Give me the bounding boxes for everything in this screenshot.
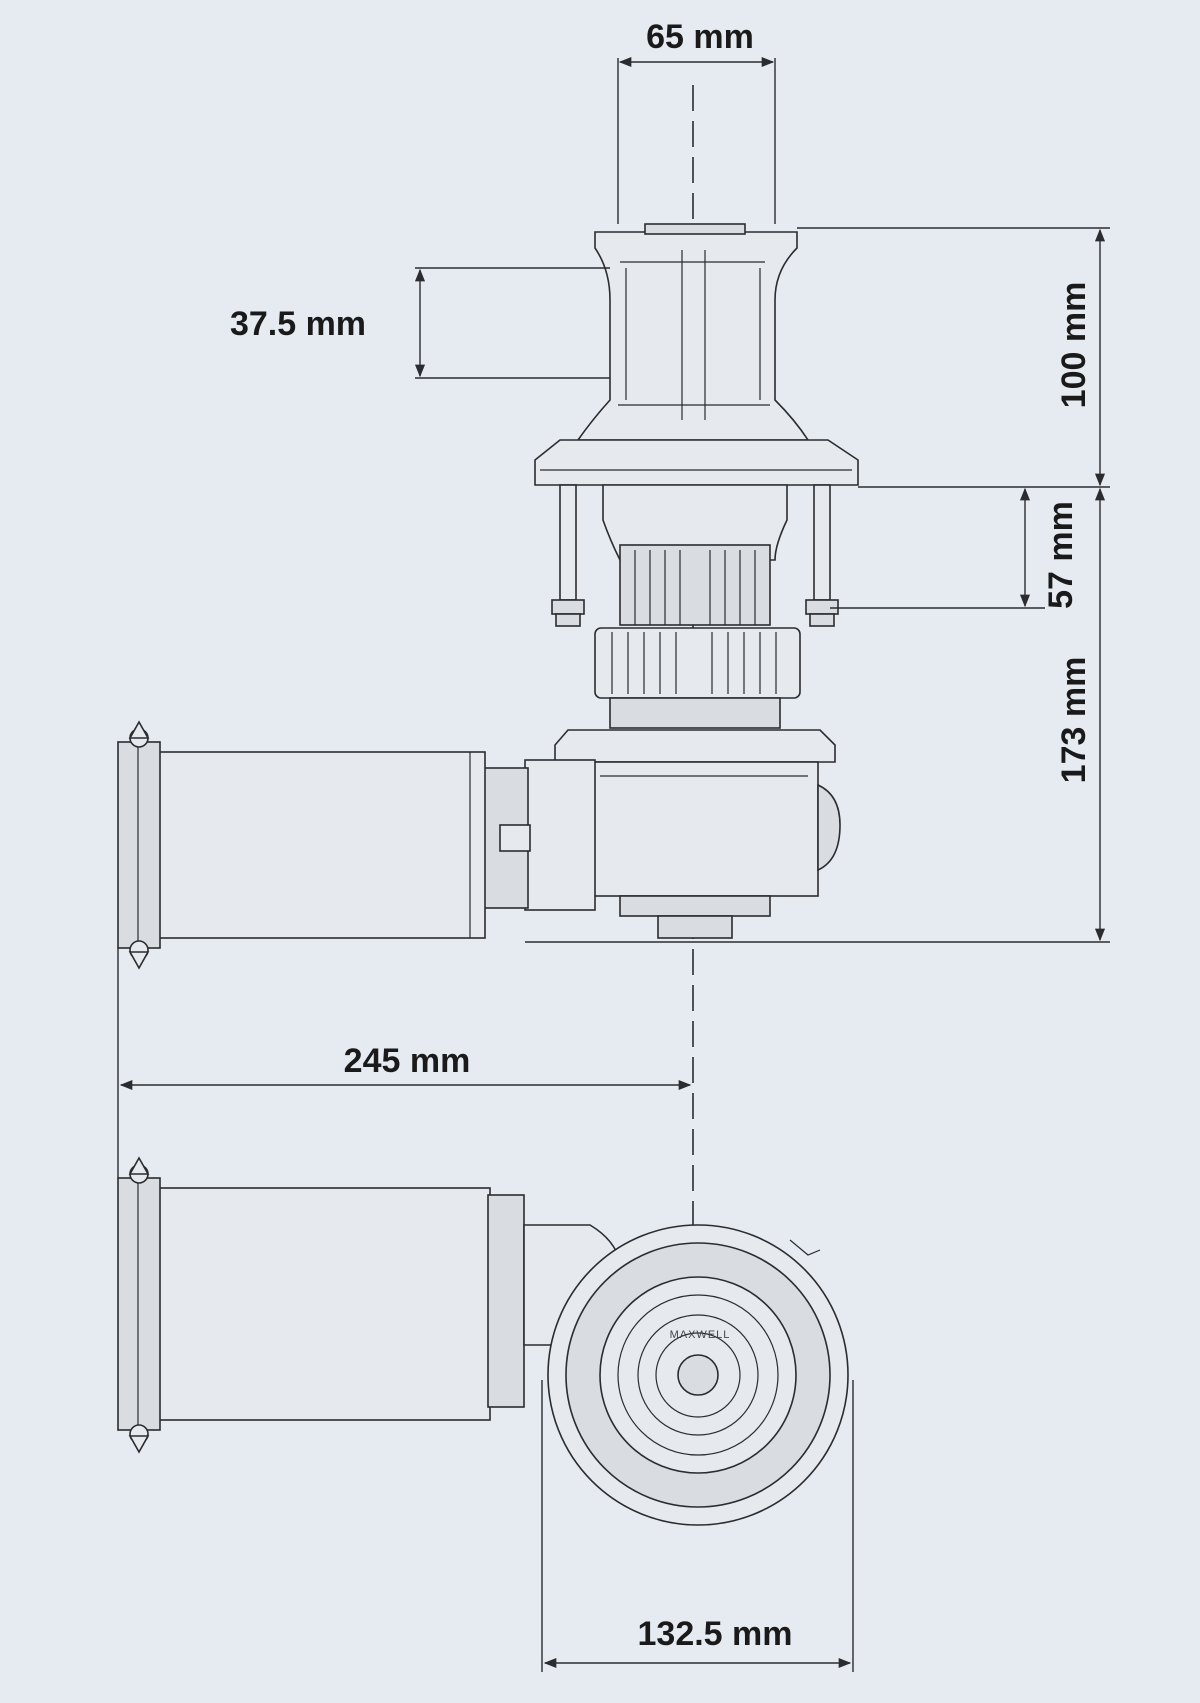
brand-marking: MAXWELL: [670, 1329, 731, 1341]
motor-lead: [789, 1239, 821, 1256]
dimension-lines: [117, 56, 1110, 1672]
dim-total-height-label: 100 mm: [1055, 282, 1093, 409]
motor-side: [117, 720, 596, 970]
dim-motor-length-label: 245 mm: [344, 1042, 471, 1080]
capstan-drum: [576, 223, 810, 441]
dim-below-deck-label: 173 mm: [1055, 657, 1093, 784]
drive-shaft: [602, 484, 788, 626]
side-view: [117, 85, 1110, 1450]
motor-plan: [117, 1156, 621, 1454]
dim-top-width-label: 65 mm: [646, 18, 754, 56]
gearbox-housing: [554, 729, 841, 939]
plan-view: MAXWELL: [117, 1156, 849, 1526]
dim-drum-height-label: 37.5 mm: [230, 305, 366, 343]
mounting-studs: [551, 484, 839, 627]
drive-gear: [594, 627, 801, 729]
dim-base-diameter-label: 132.5 mm: [638, 1615, 793, 1653]
deck-flange: [534, 439, 859, 486]
base-plan: MAXWELL: [547, 1224, 849, 1526]
dim-gypsy-height-label: 57 mm: [1042, 501, 1080, 609]
